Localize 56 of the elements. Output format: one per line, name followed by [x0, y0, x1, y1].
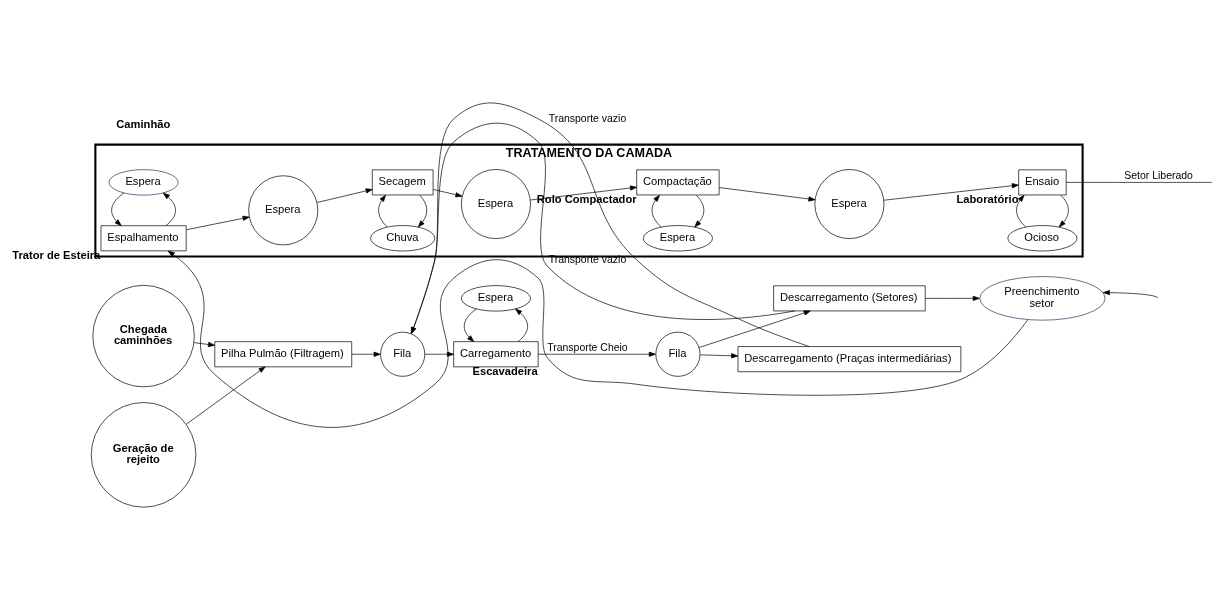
node-box: Descarregamento (Praças intermediárias) [737, 346, 962, 373]
node-label: Escavadeira [472, 365, 538, 378]
arrow [167, 250, 1029, 428]
node-circle: Geração de rejeito [90, 402, 197, 508]
arrow [698, 310, 811, 348]
arrow [111, 192, 125, 226]
arrow [186, 215, 250, 231]
node-box: Descarregamento (Setores) [773, 285, 926, 312]
edge-label: Transporte vazio [548, 253, 627, 265]
arrow [883, 183, 1019, 201]
edge-label: Setor Liberado [1124, 169, 1193, 181]
arrow [186, 366, 266, 425]
arrow [694, 194, 705, 228]
node-box: Carregamento [453, 341, 539, 368]
node-circle: Espera [248, 175, 319, 246]
arrow [193, 341, 215, 348]
arrow [718, 187, 816, 202]
arrow [417, 194, 428, 228]
node-box: Ensaio [1018, 169, 1067, 196]
node-circle: Chegada caminhões [92, 284, 195, 388]
arrow [1102, 290, 1159, 299]
node-ellipse: Preenchimento setor [979, 276, 1106, 321]
node-box: Espalhamento [100, 225, 187, 252]
node-ellipse: Ocioso [1007, 225, 1078, 252]
arrow [351, 351, 381, 357]
node-ellipse: Chuva [370, 225, 436, 252]
connector [1065, 182, 1213, 183]
arrow [537, 351, 656, 357]
arrow [1016, 194, 1026, 228]
arrow [162, 192, 176, 226]
arrow [378, 194, 388, 228]
arrow [924, 295, 980, 301]
arrow [651, 194, 662, 228]
node-label: Trator de Esteira [12, 249, 101, 262]
arrow [530, 185, 638, 201]
arrow [1058, 194, 1069, 228]
label: Caminhão [116, 118, 171, 131]
node-circle: Espera [814, 169, 885, 239]
node-circle: Fila [655, 331, 701, 377]
arrow [699, 353, 739, 359]
node-ellipse: Espera [643, 225, 713, 252]
arrow [316, 188, 373, 203]
edge-label: Transporte Cheio [547, 341, 628, 353]
node-ellipse: Espera [108, 169, 179, 196]
arrow [432, 189, 463, 198]
node-circle: Espera [461, 169, 531, 239]
arrow [463, 308, 477, 342]
node-box: Secagem [371, 169, 434, 196]
node-circle: Fila [380, 331, 426, 377]
node-label: Laboratório [956, 193, 1019, 206]
arrow [515, 308, 528, 342]
edge-label: Transporte vazio [548, 112, 627, 124]
node-box: Pilha Pulmão (Filtragem) [214, 341, 353, 368]
node-box: Compactação [636, 169, 720, 196]
node-label: Rolo Compactador [536, 193, 637, 206]
node-ellipse: Espera [461, 285, 531, 312]
